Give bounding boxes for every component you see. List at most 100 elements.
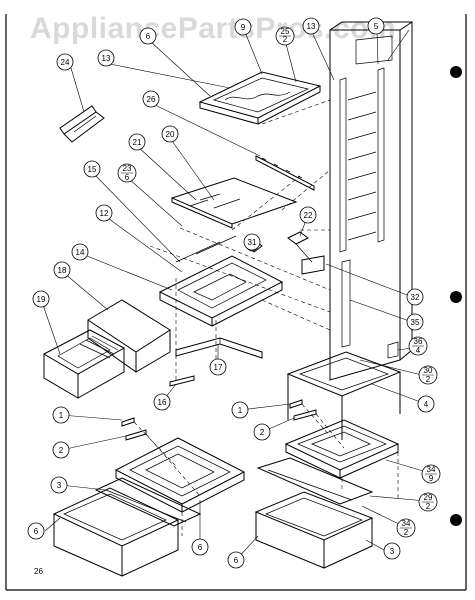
svg-text:3: 3 (57, 481, 62, 490)
svg-text:2: 2 (404, 528, 409, 537)
callout-9: 9 (234, 18, 252, 36)
callout-31: 31 (243, 233, 261, 251)
hole-punch-top (450, 66, 462, 78)
svg-text:9: 9 (241, 23, 246, 32)
svg-text:34: 34 (427, 465, 436, 474)
callout-3-left: 3 (50, 476, 68, 494)
svg-text:6: 6 (146, 32, 151, 41)
callout-35: 35 (406, 313, 424, 331)
svg-text:6: 6 (34, 527, 39, 536)
callout-34-2-fraction: 34 2 (396, 518, 416, 538)
callout-32: 32 (406, 288, 424, 306)
svg-text:34: 34 (402, 519, 411, 528)
svg-text:25: 25 (281, 27, 290, 36)
callout-5: 5 (367, 17, 385, 35)
svg-text:12: 12 (100, 209, 109, 218)
svg-text:15: 15 (88, 165, 97, 174)
svg-text:23: 23 (123, 164, 132, 173)
shelf-rail (255, 155, 315, 191)
svg-text:4: 4 (416, 346, 421, 355)
svg-text:29: 29 (424, 493, 433, 502)
middle-glass-shelf (170, 177, 298, 229)
callout-24: 24 (56, 53, 74, 71)
crisper-cover-frame (158, 235, 284, 327)
deli-pan-right (254, 491, 374, 569)
callout-18: 18 (53, 261, 71, 279)
svg-text:14: 14 (76, 248, 85, 257)
svg-text:13: 13 (307, 22, 316, 31)
svg-text:9: 9 (429, 474, 434, 483)
callout-19: 19 (32, 290, 50, 308)
svg-text:17: 17 (214, 363, 223, 372)
svg-text:2: 2 (260, 428, 265, 437)
callout-3-right: 3 (383, 542, 401, 560)
top-glass-shelf (198, 71, 322, 125)
svg-text:2: 2 (426, 502, 431, 511)
svg-text:6: 6 (234, 556, 239, 565)
callout-17: 17 (209, 358, 227, 376)
svg-text:16: 16 (158, 398, 167, 407)
callout-13-right: 13 (302, 17, 320, 35)
callout-6-left-pan: 6 (27, 522, 45, 540)
svg-text:1: 1 (59, 411, 64, 420)
callout-13: 13 (97, 49, 115, 67)
crisper-drawer-upper (87, 299, 171, 373)
callout-2-right: 2 (253, 423, 271, 441)
page-number: 26 (34, 567, 43, 576)
callout-36-fraction: 36 4 (408, 336, 428, 356)
assembly-guide-lines-lower (133, 396, 399, 536)
callout-29-fraction: 29 2 (418, 492, 438, 512)
rail-slots (347, 91, 377, 241)
svg-text:4: 4 (424, 400, 429, 409)
svg-text:30: 30 (424, 366, 433, 375)
svg-text:26: 26 (147, 95, 156, 104)
callout-30-fraction: 30 2 (418, 365, 438, 385)
svg-text:1: 1 (238, 406, 243, 415)
callout-6: 6 (139, 27, 157, 45)
svg-text:6: 6 (125, 173, 130, 182)
callouts: 24 13 6 9 25 2 13 5 26 21 20 (27, 17, 441, 569)
callout-1-right: 1 (231, 401, 249, 419)
svg-text:6: 6 (198, 543, 203, 552)
svg-text:36: 36 (414, 337, 423, 346)
svg-text:5: 5 (374, 22, 379, 31)
svg-text:32: 32 (411, 293, 420, 302)
callout-21: 21 (128, 133, 146, 151)
pan-divider-right (256, 457, 374, 505)
svg-text:22: 22 (304, 211, 313, 220)
svg-text:19: 19 (37, 295, 46, 304)
callout-20: 20 (161, 125, 179, 143)
leader-lines (41, 29, 431, 561)
callout-34-9-fraction: 34 9 (421, 464, 441, 484)
page-frame (5, 14, 467, 591)
hole-punch-bottom (450, 514, 462, 526)
svg-text:2: 2 (59, 446, 64, 455)
callout-14: 14 (71, 243, 89, 261)
svg-text:31: 31 (248, 238, 257, 247)
callout-12: 12 (95, 204, 113, 222)
assembly-guide-lines-upper (149, 99, 331, 380)
cabinet-liner-wall (329, 21, 413, 381)
small-hardware (121, 399, 317, 441)
callout-15: 15 (83, 160, 101, 178)
callout-6-right-pan: 6 (227, 551, 245, 569)
svg-text:2: 2 (426, 375, 431, 384)
deli-pan-left (52, 487, 180, 577)
watermark: AppliancePartsPros.com (30, 12, 396, 45)
svg-text:24: 24 (61, 58, 70, 67)
pan-frame-left (114, 437, 246, 513)
callout-22: 22 (299, 206, 317, 224)
callout-25-fraction: 25 2 (275, 26, 295, 46)
svg-text:13: 13 (102, 54, 111, 63)
callout-26: 26 (142, 90, 160, 108)
callout-1-left: 1 (52, 406, 70, 424)
svg-text:2: 2 (283, 35, 288, 44)
dairy-compartment-door (59, 105, 105, 143)
crisper-drawer-lower (42, 329, 126, 399)
callout-6-left-frame: 6 (191, 538, 209, 556)
svg-text:3: 3 (390, 547, 395, 556)
hole-punch-middle (450, 291, 462, 303)
pan-divider-left (94, 477, 202, 527)
callout-16: 16 (153, 393, 171, 411)
